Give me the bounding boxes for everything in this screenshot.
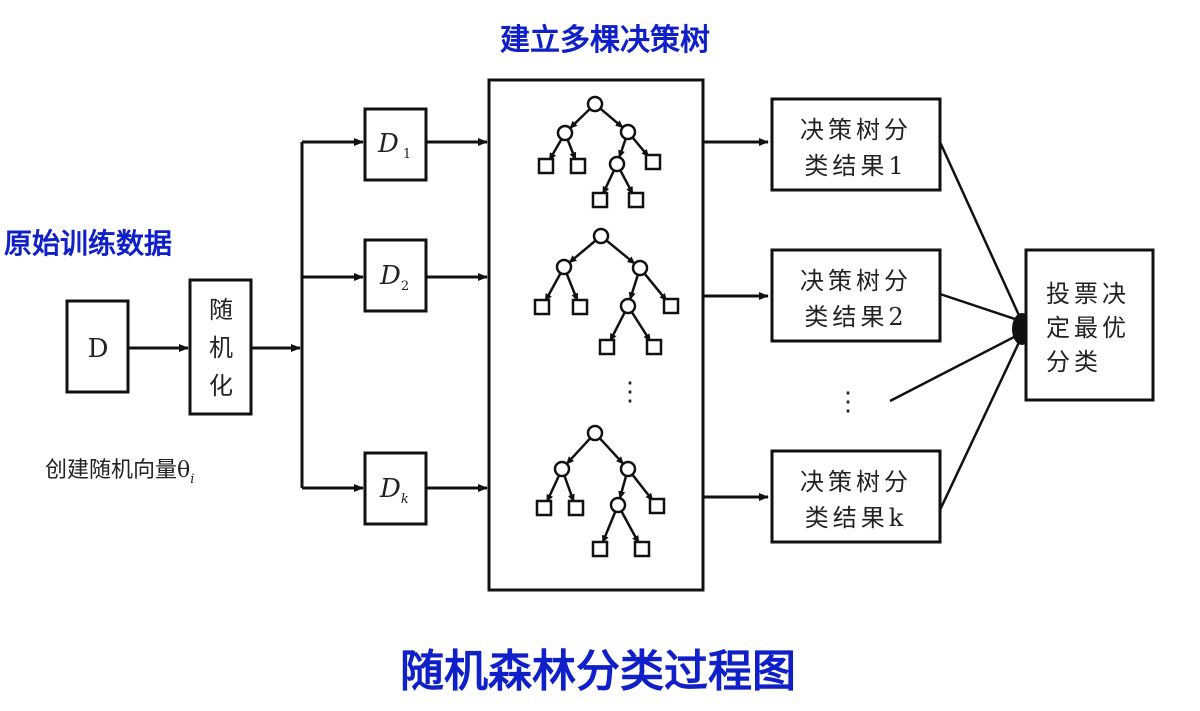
tree-1-leaf-node xyxy=(591,191,609,209)
input-data-box xyxy=(65,299,130,394)
tree-2-leaf-node xyxy=(598,338,616,356)
tree-1-leaf-node xyxy=(569,157,587,175)
tree-3-edge xyxy=(601,511,617,544)
tree-2-edge xyxy=(544,272,562,302)
randomize-char-2: 机 xyxy=(209,334,233,362)
tree-1-edge xyxy=(619,169,634,195)
tree-2-internal-node xyxy=(619,297,637,315)
vote-line-2-text: 定最优 xyxy=(1046,314,1130,342)
subset-box-1 xyxy=(363,107,428,182)
tree-3-edge xyxy=(620,510,640,544)
tree-3-edge xyxy=(618,475,628,500)
randomize-box xyxy=(188,278,253,416)
tree-3-leaf-node xyxy=(591,540,609,558)
decision-trees xyxy=(533,95,680,558)
tree-1-internal-node xyxy=(556,124,574,142)
tree-2-edge xyxy=(565,273,579,302)
tree-2-leaf-node xyxy=(571,298,589,316)
results-ellipsis: ⋮ xyxy=(835,387,861,417)
tree-3-leaf-node xyxy=(633,540,651,558)
tree-3-edge xyxy=(598,437,625,465)
tree-2-internal-node xyxy=(631,259,649,277)
vote-line-1 xyxy=(938,141,1024,323)
tree-3-internal-node xyxy=(619,460,637,478)
input-data-label: D xyxy=(88,334,109,364)
tree-3-internal-node xyxy=(609,496,627,514)
forest-container xyxy=(487,78,705,592)
tree-2-edge xyxy=(630,311,652,342)
result-k-line-2: 类结果k xyxy=(805,504,908,532)
tree-2-internal-node xyxy=(592,227,610,245)
result-2-line-2: 类结果2 xyxy=(804,303,907,331)
result-1-line-1: 决策树分 xyxy=(800,116,912,144)
vote-line-3-text: 分类 xyxy=(1046,348,1102,376)
tree-1-edge xyxy=(569,107,591,130)
raw-data-label: 原始训练数据 xyxy=(4,227,172,260)
tree-1-edge xyxy=(548,138,563,161)
tree-2-edge xyxy=(643,272,668,302)
tree-3-internal-node xyxy=(586,424,604,442)
tree-3-edge xyxy=(631,473,654,502)
vote-line-1-text: 投票决 xyxy=(1046,280,1130,308)
tree-2-edge xyxy=(609,311,626,342)
tree-2-leaf-node xyxy=(662,297,680,315)
tree-1-internal-node xyxy=(619,123,637,141)
tree-2-internal-node xyxy=(555,258,573,276)
forest-ellipsis: ⋮ xyxy=(617,377,643,407)
subset-label-2: D2 xyxy=(379,261,409,294)
tree-3-edge xyxy=(563,475,575,503)
result-box-k xyxy=(770,449,942,544)
random-vector-label: 创建随机向量θi xyxy=(45,458,194,487)
tree-3-leaf-node xyxy=(648,497,666,515)
result-2-line-1: 决策树分 xyxy=(800,267,912,295)
result-box-1 xyxy=(770,97,942,192)
result-k-line-1: 决策树分 xyxy=(800,468,912,496)
tree-1-internal-node xyxy=(586,95,604,113)
tree-3-edge xyxy=(545,474,561,503)
tree-2-edge xyxy=(628,274,640,301)
result-box-2 xyxy=(770,248,942,343)
tree-2-leaf-node xyxy=(645,338,663,356)
tree-1-leaf-node xyxy=(537,157,555,175)
tree-3-leaf-node xyxy=(535,499,553,517)
tree-1-edge xyxy=(599,107,624,129)
tree-3-edge xyxy=(565,437,592,465)
tree-1-leaf-node xyxy=(627,191,645,209)
tree-1-edge xyxy=(601,169,616,195)
tree-3-leaf-node xyxy=(567,499,585,517)
diagram-title: 随机森林分类过程图 xyxy=(400,646,796,697)
tree-3-internal-node xyxy=(553,460,571,478)
vote-line-ellipsis xyxy=(889,333,1019,403)
randomize-char-1: 随 xyxy=(209,296,233,324)
subset-label-k: Dk xyxy=(379,474,409,507)
tree-1-edge xyxy=(566,139,577,161)
subset-box-k xyxy=(363,451,428,526)
tree-2-edge xyxy=(605,239,636,265)
tree-1-leaf-node xyxy=(644,153,662,171)
build-trees-label: 建立多棵决策树 xyxy=(500,23,710,58)
tree-1-edge xyxy=(631,136,650,158)
vote-line-k xyxy=(938,335,1024,511)
vote-box xyxy=(1024,248,1155,402)
result-1-line-2: 类结果1 xyxy=(804,152,907,180)
tree-1-edge xyxy=(618,138,627,159)
vote-line-2 xyxy=(939,292,1019,322)
tree-1-internal-node xyxy=(608,155,626,173)
randomize-char-3: 化 xyxy=(209,372,233,400)
tree-2-edge xyxy=(568,239,597,264)
tree-2-leaf-node xyxy=(533,298,551,316)
